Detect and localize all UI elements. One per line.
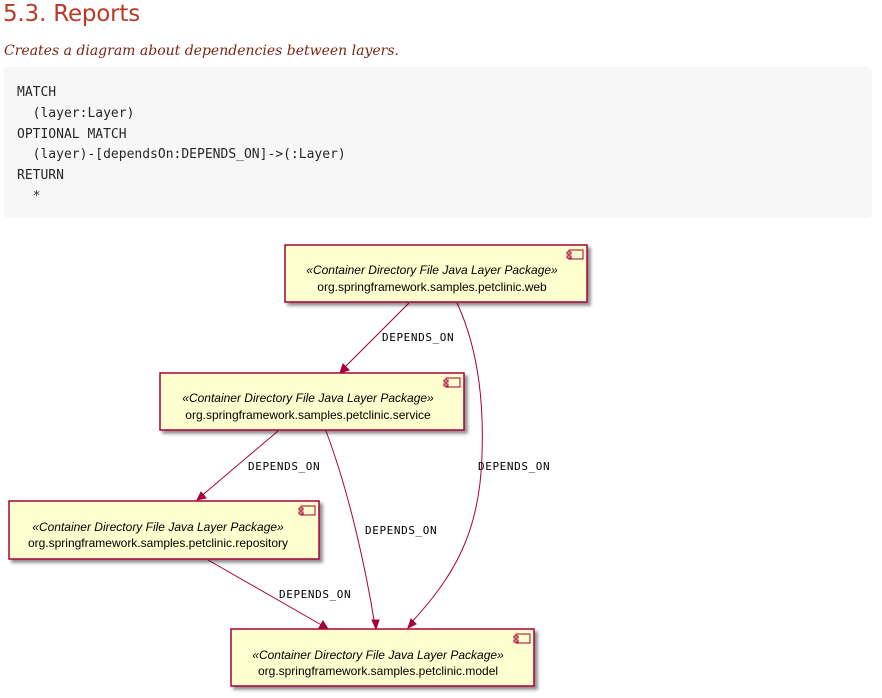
layer-node-repository: «Container Directory File Java Layer Pac… — [8, 500, 320, 560]
node-name: org.springframework.samples.petclinic.we… — [317, 280, 547, 294]
code-listing: MATCH (layer:Layer) OPTIONAL MATCH (layer… — [17, 83, 346, 208]
section-description: Creates a diagram about dependencies bet… — [4, 43, 399, 59]
edge-label-web-model: DEPENDS_ON — [478, 460, 550, 473]
code-line: RETURN — [17, 168, 64, 184]
component-icon — [566, 249, 584, 260]
component-icon — [513, 633, 531, 644]
code-block: MATCH (layer:Layer) OPTIONAL MATCH (layer… — [4, 67, 872, 218]
node-name: org.springframework.samples.petclinic.mo… — [258, 664, 498, 678]
edge-label-service-repository: DEPENDS_ON — [248, 460, 320, 473]
edge-label-service-model: DEPENDS_ON — [365, 524, 437, 537]
code-line: * — [17, 188, 41, 204]
code-line: (layer)-[dependsOn:DEPENDS_ON]->(:Layer) — [17, 147, 346, 163]
edge-label-repository-model: DEPENDS_ON — [279, 588, 351, 601]
node-stereotype: «Container Directory File Java Layer Pac… — [252, 648, 504, 662]
node-stereotype: «Container Directory File Java Layer Pac… — [182, 391, 434, 405]
layer-node-model: «Container Directory File Java Layer Pac… — [230, 628, 535, 687]
edge-web-model — [407, 302, 483, 629]
code-line: (layer:Layer) — [17, 105, 135, 121]
edge-service-repository — [196, 430, 279, 501]
layer-node-web: «Container Directory File Java Layer Pac… — [284, 244, 588, 303]
node-stereotype: «Container Directory File Java Layer Pac… — [306, 263, 558, 277]
layer-node-service: «Container Directory File Java Layer Pac… — [159, 372, 465, 431]
edge-service-model — [325, 430, 380, 631]
node-stereotype: «Container Directory File Java Layer Pac… — [32, 520, 284, 534]
node-name: org.springframework.samples.petclinic.re… — [28, 536, 288, 550]
section-title: 5.3. Reports — [3, 1, 141, 27]
component-icon — [443, 377, 461, 388]
layer-dependency-diagram: DEPENDS_ON DEPENDS_ON DEPENDS_ON DEPENDS… — [8, 244, 588, 687]
node-name: org.springframework.samples.petclinic.se… — [185, 408, 431, 422]
component-icon — [298, 505, 316, 516]
code-line: MATCH — [17, 85, 57, 100]
code-line: OPTIONAL MATCH — [17, 126, 127, 142]
edge-web-service — [339, 302, 410, 374]
edge-label-web-service: DEPENDS_ON — [382, 331, 454, 344]
